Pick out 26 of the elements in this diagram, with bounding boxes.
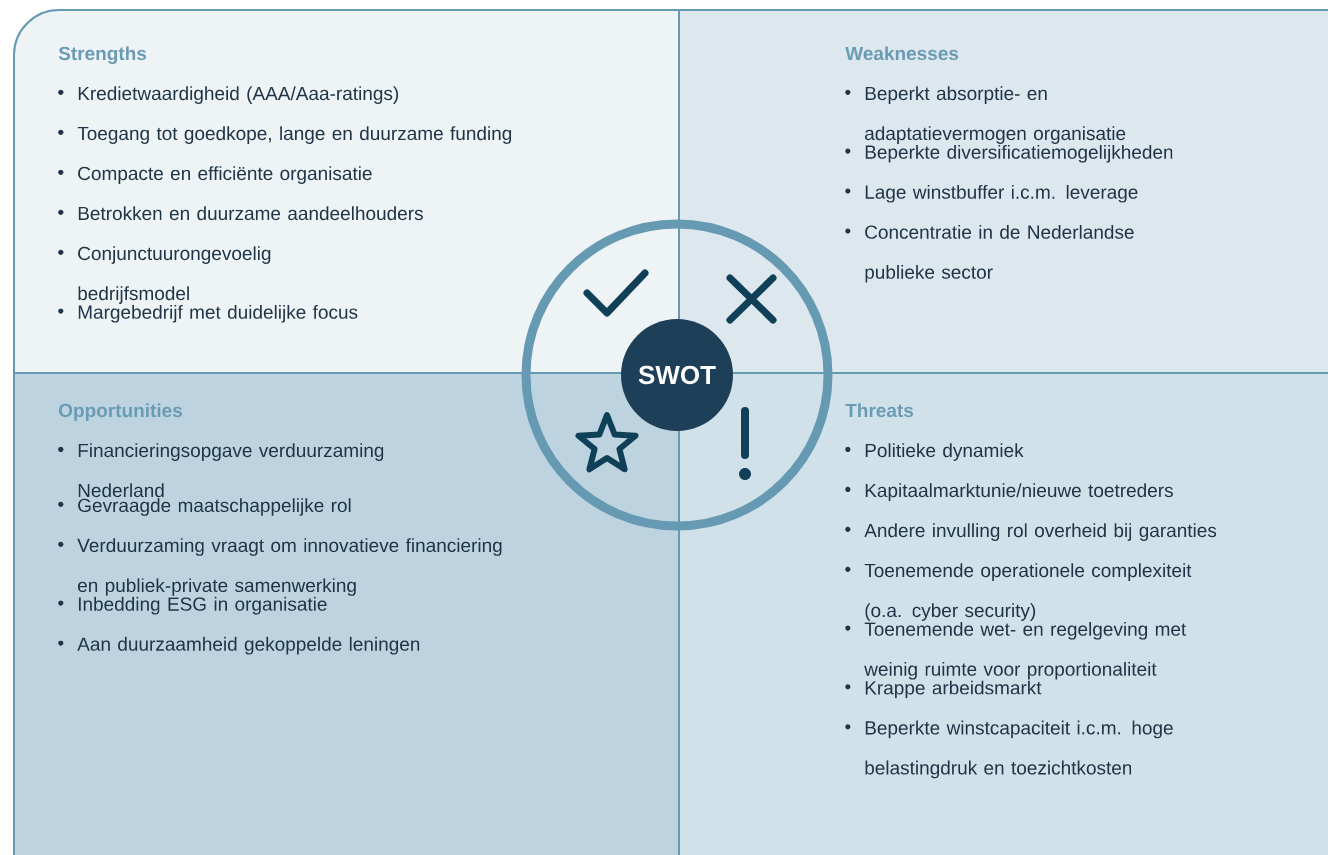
bullet-item: Krappe arbeidsmarkt <box>845 680 1042 699</box>
bullet-item: Gevraagde maatschappelijke rol <box>58 498 351 516</box>
panel-heading: Opportunities <box>59 403 182 421</box>
bullet-item: Politieke dynamiek <box>845 443 1024 461</box>
bullet-item: Beperkte winstcapaciteit i.c.m. hoge belastingdruk en toezichtkosten <box>845 720 1173 779</box>
bullet-item: Betrokken en duurzame aandeelhouders <box>58 206 423 221</box>
bullet-item: Beperkt absorptie- en adaptatievermogen organisatie <box>845 86 1126 144</box>
bullet-item: Kapitaalmarktunie/nieuwe toetreders <box>845 483 1173 501</box>
bullet-item: Inbedding ESG in organisatie <box>58 596 327 615</box>
bullet-item: Financieringsopgave verduurzaming Nederland <box>58 443 384 498</box>
bullet-item: Beperkte diversificatiemogelijkheden <box>845 144 1173 163</box>
bullet-item: Kredietwaardigheid (AAA/Aaa-ratings) <box>58 86 399 104</box>
panel-heading: Threats <box>845 403 914 418</box>
bullet-item: Compacte en efficiënte organisatie <box>58 166 372 184</box>
panel-heading: Strengths <box>58 46 147 64</box>
bullet-item: Toegang tot goedkope, lange en duurzame funding <box>58 126 512 144</box>
panel-heading: Weaknesses <box>845 46 959 61</box>
bullet-item: Lage winstbuffer i.c.m. leverage <box>845 184 1138 203</box>
bullet-item: Concentratie in de Nederlandse publieke sector <box>845 224 1134 283</box>
bullet-item: Toenemende operationele complexiteit (o.a. cyber security) <box>845 563 1192 621</box>
bullet-item: Margebedrijf met duidelijke focus <box>58 304 358 323</box>
bullet-item: Andere invulling rol overheid bij garanties <box>845 523 1217 541</box>
bullet-item: Conjunctuurongevoelig bedrijfsmodel <box>58 246 271 304</box>
bullet-item: Aan duurzaamheid gekoppelde leningen <box>58 636 420 655</box>
bullet-item: Verduurzaming vraagt om innovatieve financiering en publiek-private samenwerking <box>58 538 502 596</box>
bullet-item: Toenemende wet- en regelgeving met weinig ruimte voor proportionaliteit <box>845 621 1187 680</box>
